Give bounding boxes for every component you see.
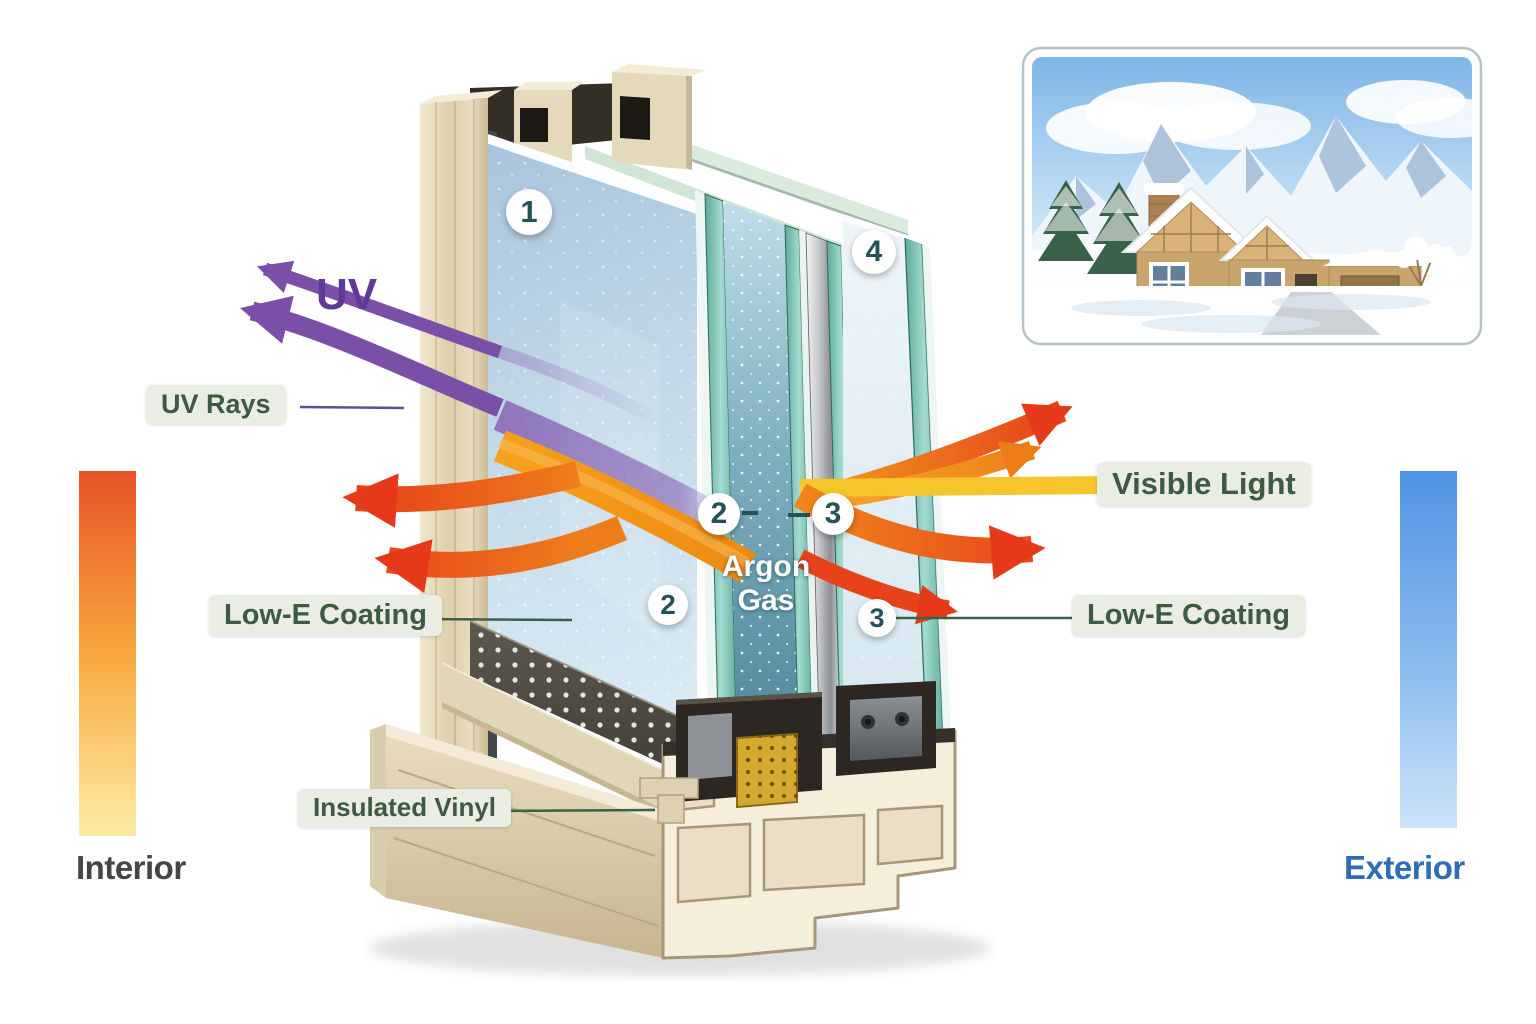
- marker-coating-2: 2: [648, 585, 688, 625]
- heat-reflected-interior-1: [342, 461, 582, 528]
- argon-gas-label: Argon Gas: [698, 550, 834, 618]
- insulated-vinyl-callout-line: [484, 808, 656, 813]
- exterior-label: Exterior: [1344, 849, 1465, 886]
- inset-snowy-shrubs: [1395, 236, 1471, 287]
- inset-pine-trees: [1038, 180, 1151, 274]
- winter-house-inset-photo: [1021, 46, 1483, 346]
- interior-heat-gradient-bar: [79, 471, 136, 836]
- sash-hardware: [850, 696, 922, 761]
- uv-rays-callout-line: [299, 405, 405, 410]
- argon-line2: Gas: [737, 583, 795, 617]
- visible-light-label: Visible Light: [1097, 462, 1311, 506]
- marker-pane-1: 1: [506, 189, 552, 235]
- uv-arrow-thin: [256, 260, 503, 359]
- uv-rays-label: UV Rays: [146, 385, 286, 425]
- callout-lines: [299, 405, 1072, 813]
- interior-label: Interior: [76, 849, 186, 886]
- heat-curved-exterior-low: [795, 549, 958, 625]
- inset-clouds: [1046, 80, 1472, 154]
- low-e-coating-right-label: Low-E Coating: [1072, 595, 1305, 637]
- uv-arrow-label: UV: [316, 270, 378, 319]
- marker-coating-3: 3: [858, 599, 896, 637]
- low-e-left-callout-line: [420, 617, 573, 622]
- marker-coating-2-callout: 2: [698, 493, 740, 535]
- marker-coating-3-callout: 3: [812, 493, 854, 535]
- uv-arrow-main: [240, 295, 504, 417]
- visible-light-beam: [799, 476, 1109, 497]
- exterior-cold-gradient-bar: [1400, 471, 1457, 828]
- argon-line1: Argon: [721, 550, 811, 583]
- marker-pane-4: 4: [852, 230, 896, 274]
- pane4-right-edge: [905, 238, 944, 758]
- low-e-coating-left-label: Low-E Coating: [209, 595, 442, 637]
- heat-reflected-interior-2: [374, 516, 628, 594]
- insulated-vinyl-label: Insulated Vinyl: [298, 789, 512, 827]
- header-post-right: [612, 72, 692, 170]
